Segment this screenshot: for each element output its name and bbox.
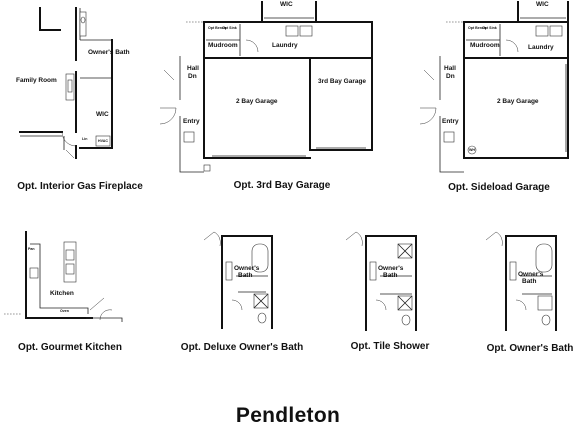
- caption-gourmet: Opt. Gourmet Kitchen: [18, 342, 122, 353]
- caption-tile-shower: Opt. Tile Shower: [351, 341, 430, 352]
- room-owners: Owner's: [234, 265, 260, 272]
- room-third-bay: 3rd Bay Garage: [318, 78, 366, 85]
- room-owners: Owner's: [378, 265, 404, 272]
- room-laundry: Laundry: [272, 42, 298, 49]
- room-dn: Dn: [446, 73, 455, 80]
- room-owners-bath: Owner's Bath: [88, 49, 130, 56]
- room-bath: Bath: [238, 272, 252, 279]
- room-sink: Opt Sink: [482, 26, 497, 30]
- kitchen-island: [63, 241, 77, 283]
- room-entry: Entry: [183, 118, 200, 125]
- room-linen: Lin: [82, 137, 87, 141]
- plan-sideload: WIC Mudroom Laundry Opt Bench Opt Sink W…: [419, 1, 569, 193]
- room-dn: Dn: [188, 73, 197, 80]
- caption-fireplace: Opt. Interior Gas Fireplace: [17, 181, 143, 192]
- room-bench: Opt Bench: [468, 26, 486, 30]
- room-bath: Bath: [383, 272, 397, 279]
- plan-fireplace: Family Room Owner's Bath WIC Lin HVAC Op…: [16, 7, 143, 192]
- caption-owners-bath: Opt. Owner's Bath: [487, 343, 574, 354]
- room-wic: WIC: [536, 1, 549, 8]
- page-title: Pendleton: [235, 404, 341, 427]
- plan-third-bay: WIC Mudroom Laundry Opt Bench Opt Sink H…: [159, 1, 373, 191]
- room-entry: Entry: [442, 118, 459, 125]
- room-family-room: Family Room: [16, 77, 57, 84]
- caption-deluxe-bath: Opt. Deluxe Owner's Bath: [181, 342, 303, 353]
- room-two-bay: 2 Bay Garage: [497, 98, 539, 105]
- room-wic: WIC: [96, 111, 109, 118]
- room-wh: WH: [469, 148, 475, 152]
- vanity-fixture: [79, 11, 87, 37]
- room-hvac: HVAC: [98, 139, 108, 143]
- room-hall: Hall: [187, 65, 199, 72]
- room-two-bay: 2 Bay Garage: [236, 98, 278, 105]
- room-kitchen: Kitchen: [50, 290, 74, 297]
- room-bench: Opt Bench: [208, 26, 226, 30]
- caption-sideload: Opt. Sideload Garage: [448, 182, 550, 193]
- room-mudroom: Mudroom: [470, 42, 500, 49]
- plan-deluxe-bath: Owner's Bath Opt. Deluxe Owner's Bath: [181, 231, 303, 353]
- room-bath: Bath: [522, 278, 536, 285]
- room-pantry: Pan: [28, 247, 35, 251]
- room-sink: Opt Sink: [222, 26, 237, 30]
- caption-third-bay: Opt. 3rd Bay Garage: [234, 180, 331, 191]
- room-oven: Oven: [60, 309, 69, 313]
- plan-tile-shower: Owner's Bath Opt. Tile Shower: [345, 231, 430, 352]
- room-hall: Hall: [444, 65, 456, 72]
- room-laundry: Laundry: [528, 44, 554, 51]
- plan-gourmet-kitchen: Pan Oven Kitchen Opt. Gourmet Kitchen: [4, 231, 123, 353]
- plan-owners-bath: Owner's Bath Opt. Owner's Bath: [485, 231, 574, 354]
- room-wic: WIC: [280, 1, 293, 8]
- room-owners: Owner's: [518, 271, 544, 278]
- bathtub-fixture: [251, 243, 269, 273]
- room-mudroom: Mudroom: [208, 42, 238, 49]
- bathtub-fixture: [535, 243, 553, 273]
